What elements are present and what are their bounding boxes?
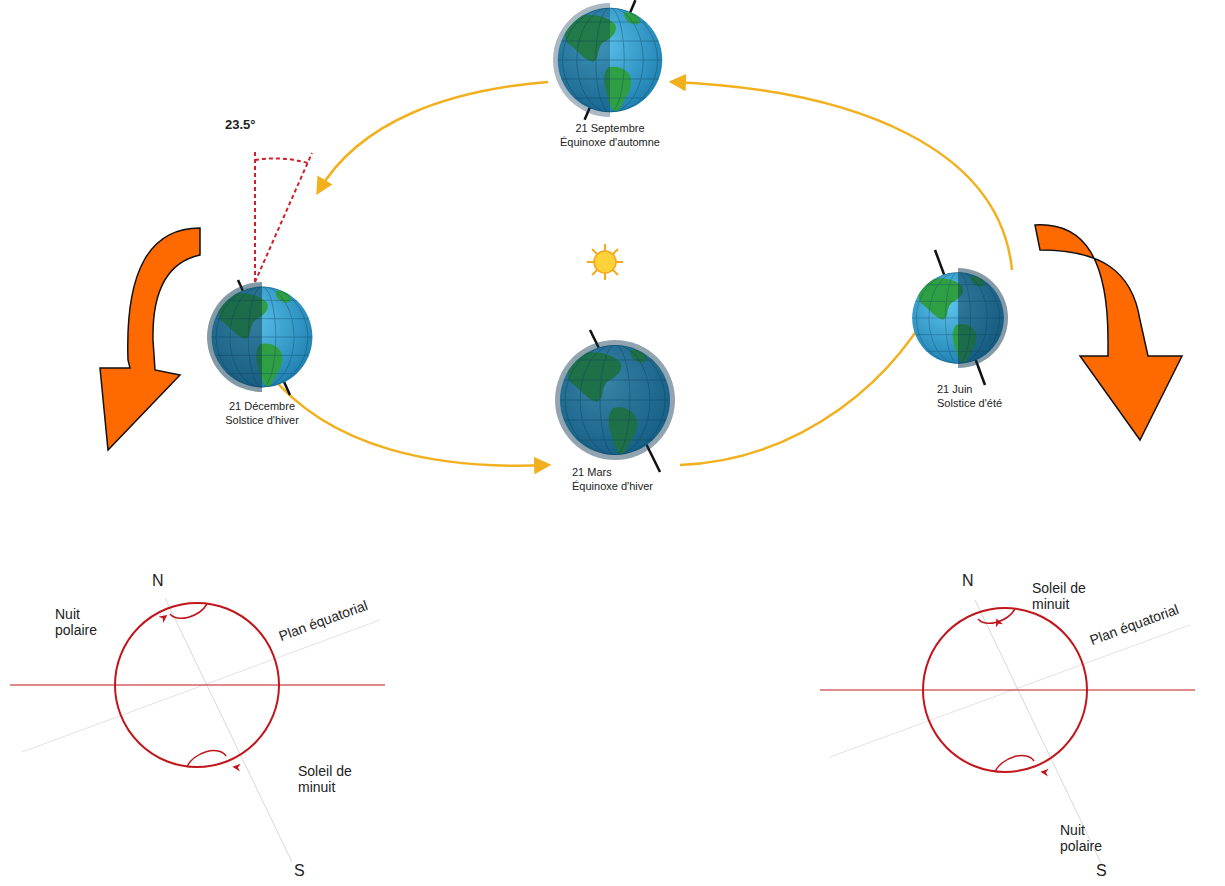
date-label: 21 Décembre (229, 400, 295, 413)
earth-cross-section (820, 600, 1195, 865)
pole-letter: S (1096, 862, 1107, 880)
plane-label: Plan équatorial (276, 597, 369, 644)
region-label: Nuit polaire (1060, 822, 1122, 854)
region-label: Soleil de minuit (1032, 580, 1098, 612)
region-label: Nuit polaire (55, 606, 117, 638)
season-label: Équinoxe d'hiver (572, 480, 653, 493)
angle-label: 23.5° (225, 118, 256, 133)
season-label: Équinoxe d'automne (560, 136, 660, 149)
sun-symbol (587, 244, 623, 280)
date-label: 21 Septembre (575, 122, 644, 135)
pole-letter: N (152, 572, 164, 590)
date-label: 21 Juin (937, 383, 972, 396)
pole-letter: S (294, 862, 305, 880)
plane-label: Plan équatorial (1087, 601, 1180, 648)
date-label: 21 Mars (572, 466, 612, 479)
pole-letter: N (962, 572, 974, 590)
region-label: Soleil de minuit (298, 763, 364, 795)
season-label: Solstice d'hiver (225, 414, 299, 427)
earth-cross-section (10, 598, 385, 862)
season-label: Solstice d'été (937, 397, 1002, 410)
